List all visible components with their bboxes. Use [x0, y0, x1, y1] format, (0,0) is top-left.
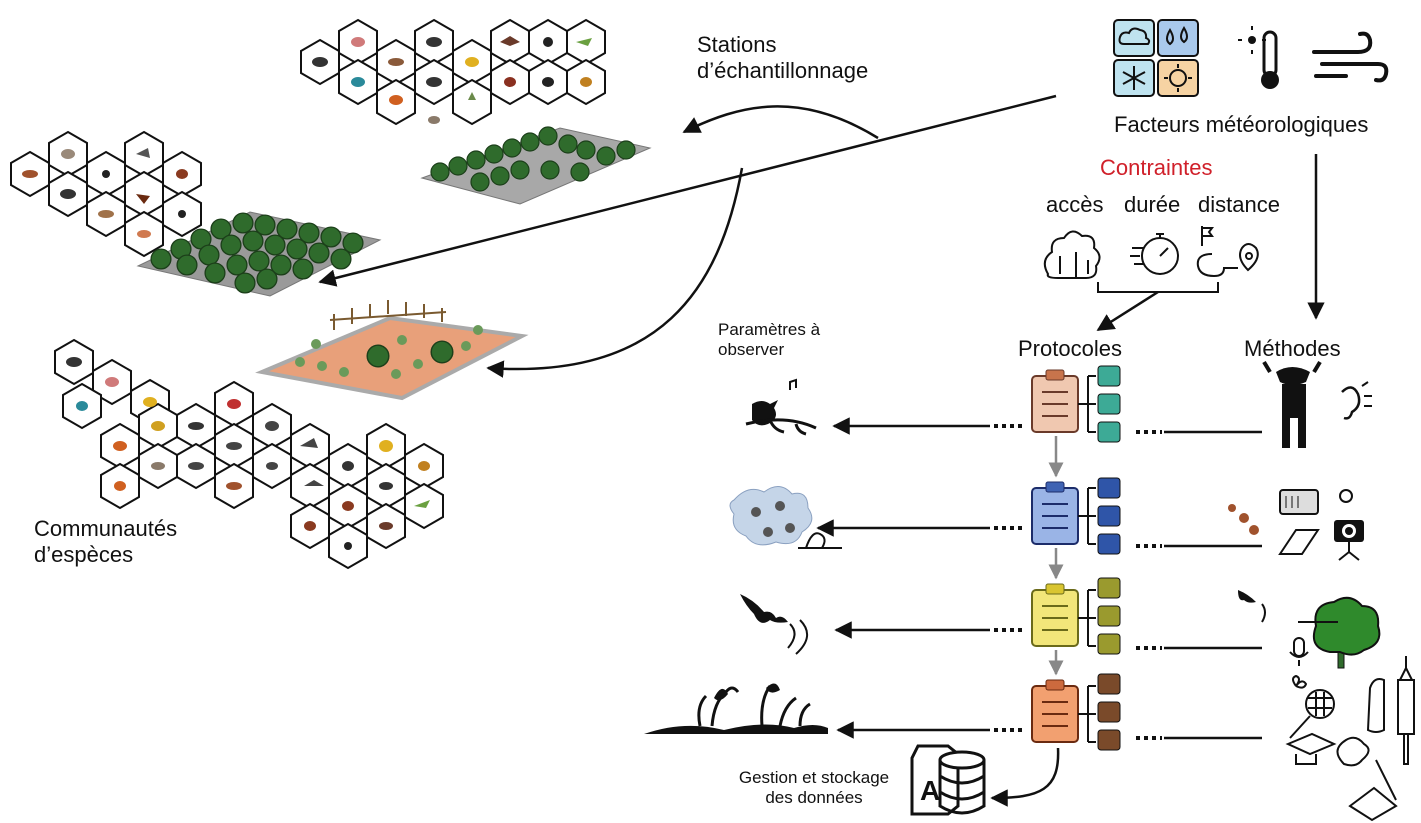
- rain-drops-icon: [1157, 19, 1199, 57]
- arrows-to-stations: [318, 94, 1057, 378]
- observer-listening-icon: [1262, 360, 1372, 448]
- hex-cell: [300, 19, 606, 125]
- constraint-duration-label: durée: [1124, 192, 1181, 217]
- wind-icon: [1312, 31, 1389, 83]
- species-communities-label: Communautés d’espèces: [34, 516, 178, 567]
- stations-label: Stations d’échantillonnage: [697, 32, 869, 83]
- stopwatch-icon: [1130, 233, 1179, 275]
- row-connectors: [816, 417, 1262, 807]
- acoustic-recorder-icon: [1238, 590, 1381, 669]
- cloud-icon: [1113, 19, 1155, 57]
- hex-cluster-left: [10, 131, 202, 257]
- habitat-forest: [136, 211, 382, 297]
- protocol-clipboard: [1031, 577, 1121, 655]
- protocols-label: Protocoles: [1018, 336, 1122, 361]
- constraints-title: Contraintes: [1100, 155, 1213, 180]
- bat-echolocation-icon: [740, 594, 808, 655]
- database-icon: A: [910, 744, 986, 816]
- dense-forest-icon: [1043, 230, 1101, 279]
- trap-and-camera-icon: [1228, 489, 1364, 561]
- constraint-distance-label: distance: [1198, 192, 1280, 217]
- tracks-and-hair-icon: [729, 486, 842, 549]
- data-management-label: Gestion et stockage des données: [738, 768, 890, 808]
- constraint-access-label: accès: [1046, 192, 1104, 217]
- methods-label: Méthodes: [1244, 336, 1341, 361]
- flow-arrows: [1096, 154, 1325, 332]
- constraint-icons: [1043, 226, 1259, 293]
- species-icon: [312, 36, 592, 124]
- nets-and-traps-icon: [1285, 656, 1415, 822]
- protocol-clipboard: [1031, 673, 1121, 751]
- singing-bird-icon: [745, 378, 817, 436]
- weather-icons: [1113, 19, 1389, 97]
- route-pin-icon: [1196, 226, 1259, 278]
- protocol-stack: [1031, 365, 1121, 751]
- plants-insects-icon: [644, 683, 828, 734]
- species-icon: [22, 148, 188, 238]
- constraints-brace: [1097, 282, 1219, 293]
- sun-icon: [1157, 59, 1199, 97]
- species-icon: [66, 357, 430, 550]
- thermometer-icon: [1238, 26, 1279, 89]
- protocol-clipboard: [1031, 365, 1121, 443]
- habitat-grassland: [420, 126, 652, 205]
- protocol-clipboard: [1031, 477, 1121, 555]
- hex-cluster-bottom: [54, 339, 444, 569]
- weather-factors-label: Facteurs météorologiques: [1114, 112, 1369, 137]
- hex-cluster-top: [300, 19, 606, 125]
- svg-text:A: A: [920, 775, 940, 806]
- parameters-label: Paramètres à observer: [718, 320, 821, 360]
- habitat-shrubland: [255, 300, 529, 401]
